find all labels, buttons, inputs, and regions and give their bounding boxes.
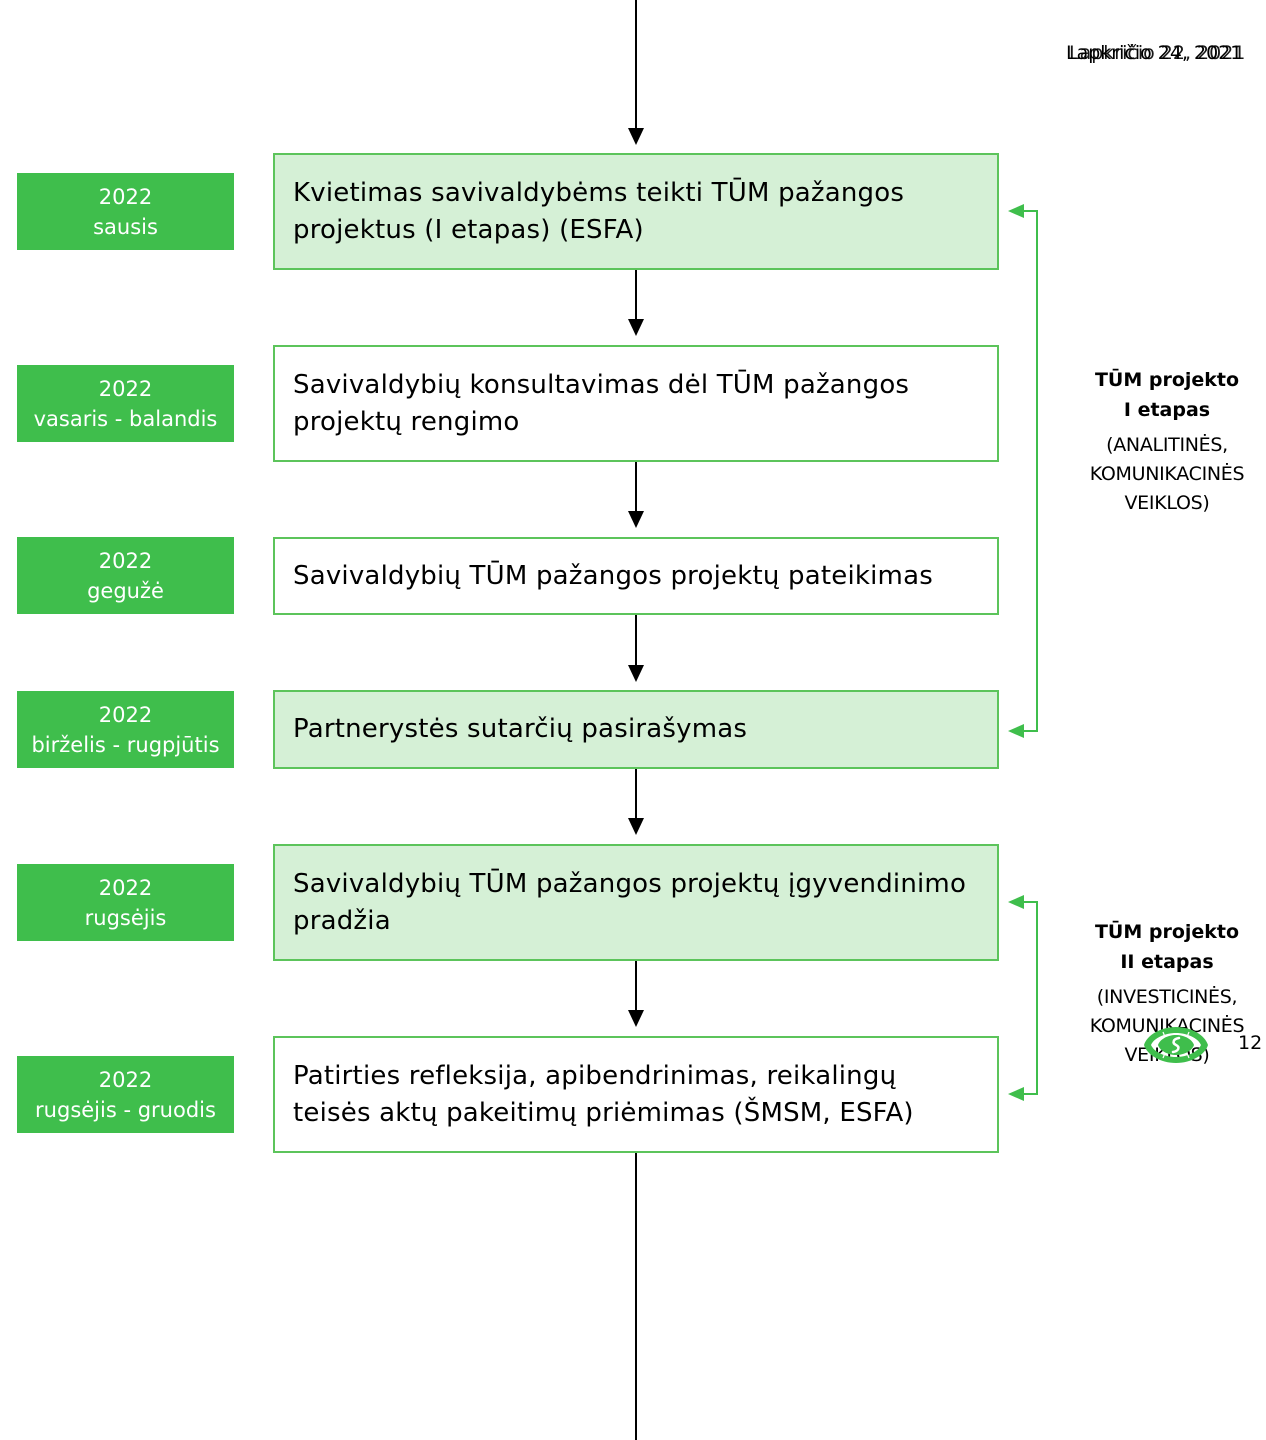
step-box-2: Savivaldybių konsultavimas dėl TŪM pažan…: [273, 345, 999, 462]
date-tag-year: 2022: [98, 184, 153, 209]
date-tag-6: 2022 rugsėjis - gruodis: [17, 1056, 234, 1133]
step-box-4: Partnerystės sutarčių pasirašymas: [273, 690, 999, 769]
phase-subtitle: (INVESTICINĖS,: [1096, 986, 1238, 1008]
step-text: Partnerystės sutarčių pasirašymas: [293, 714, 748, 744]
date-tag-period: vasaris - balandis: [33, 406, 218, 431]
date-tag-3: 2022 gegužė: [17, 537, 234, 614]
date-tag-4: 2022 birželis - rugpjūtis: [17, 691, 234, 768]
date-tag-2: 2022 vasaris - balandis: [17, 365, 234, 442]
date-tag-year: 2022: [98, 702, 153, 727]
date-text-overlay: Lapkričio 22, 2021: [1069, 42, 1246, 64]
phase-subtitle: KOMUNIKACINĖS: [1089, 1015, 1245, 1037]
phase-subtitle: KOMUNIKACINĖS: [1089, 463, 1245, 485]
step-box-1: Kvietimas savivaldybėms teikti TŪM pažan…: [273, 153, 999, 270]
phase-1-bracket: [1022, 210, 1038, 732]
phase-2-arrow-bottom: [1008, 1087, 1024, 1101]
date-tag-year: 2022: [98, 376, 153, 401]
phase-label-1: TŪM projekto I etapas (ANALITINĖS, KOMUN…: [1080, 365, 1254, 518]
date-tag-1: 2022 sausis: [17, 173, 234, 250]
arrow-head-5: [628, 1010, 644, 1027]
phase-title: I etapas: [1123, 399, 1211, 421]
date-text: Lapkričio 24, 2021: [1066, 42, 1243, 64]
phase-title: TŪM projekto: [1094, 921, 1240, 943]
phase-title: II etapas: [1120, 951, 1214, 973]
arrow-head-1: [628, 319, 644, 336]
step-text: Patirties refleksija, apibendrinimas, re…: [293, 1060, 914, 1128]
step-text: Savivaldybių TŪM pažangos projektų patei…: [293, 560, 933, 591]
date-tag-period: rugsėjis: [84, 905, 167, 930]
step-text: Kvietimas savivaldybėms teikti TŪM pažan…: [293, 177, 905, 245]
step-box-3: Savivaldybių TŪM pažangos projektų patei…: [273, 537, 999, 615]
date-tag-year: 2022: [98, 548, 153, 573]
arrow-head-3: [628, 665, 644, 682]
phase-1-arrow-top: [1008, 204, 1024, 218]
phase-2-bracket: [1022, 901, 1038, 1095]
date-tag-year: 2022: [98, 875, 153, 900]
date-tag-period: gegužė: [87, 578, 164, 603]
page-number: 12: [1238, 1032, 1263, 1054]
organization-logo-icon: [1144, 1027, 1208, 1063]
step-box-5: Savivaldybių TŪM pažangos projektų įgyve…: [273, 844, 999, 961]
arrow-head-4: [628, 818, 644, 835]
step-text: Savivaldybių konsultavimas dėl TŪM pažan…: [293, 369, 910, 437]
phase-1-arrow-bottom: [1008, 724, 1024, 738]
arrow-head-top: [628, 128, 644, 145]
step-text: Savivaldybių TŪM pažangos projektų įgyve…: [293, 868, 967, 936]
phase-subtitle: (ANALITINĖS,: [1106, 434, 1228, 456]
date-tag-5: 2022 rugsėjis: [17, 864, 234, 941]
phase-title: TŪM projekto: [1094, 369, 1240, 391]
date-tag-period: birželis - rugpjūtis: [31, 732, 220, 757]
arrow-head-2: [628, 511, 644, 528]
phase-subtitle: VEIKLOS): [1124, 492, 1210, 514]
phase-brackets: [1008, 204, 1038, 1101]
date-tag-period: sausis: [93, 214, 158, 239]
date-tag-year: 2022: [98, 1067, 153, 1092]
phase-2-arrow-top: [1008, 895, 1024, 909]
date-tag-period: rugsėjis - gruodis: [35, 1097, 216, 1122]
step-box-6: Patirties refleksija, apibendrinimas, re…: [273, 1036, 999, 1153]
